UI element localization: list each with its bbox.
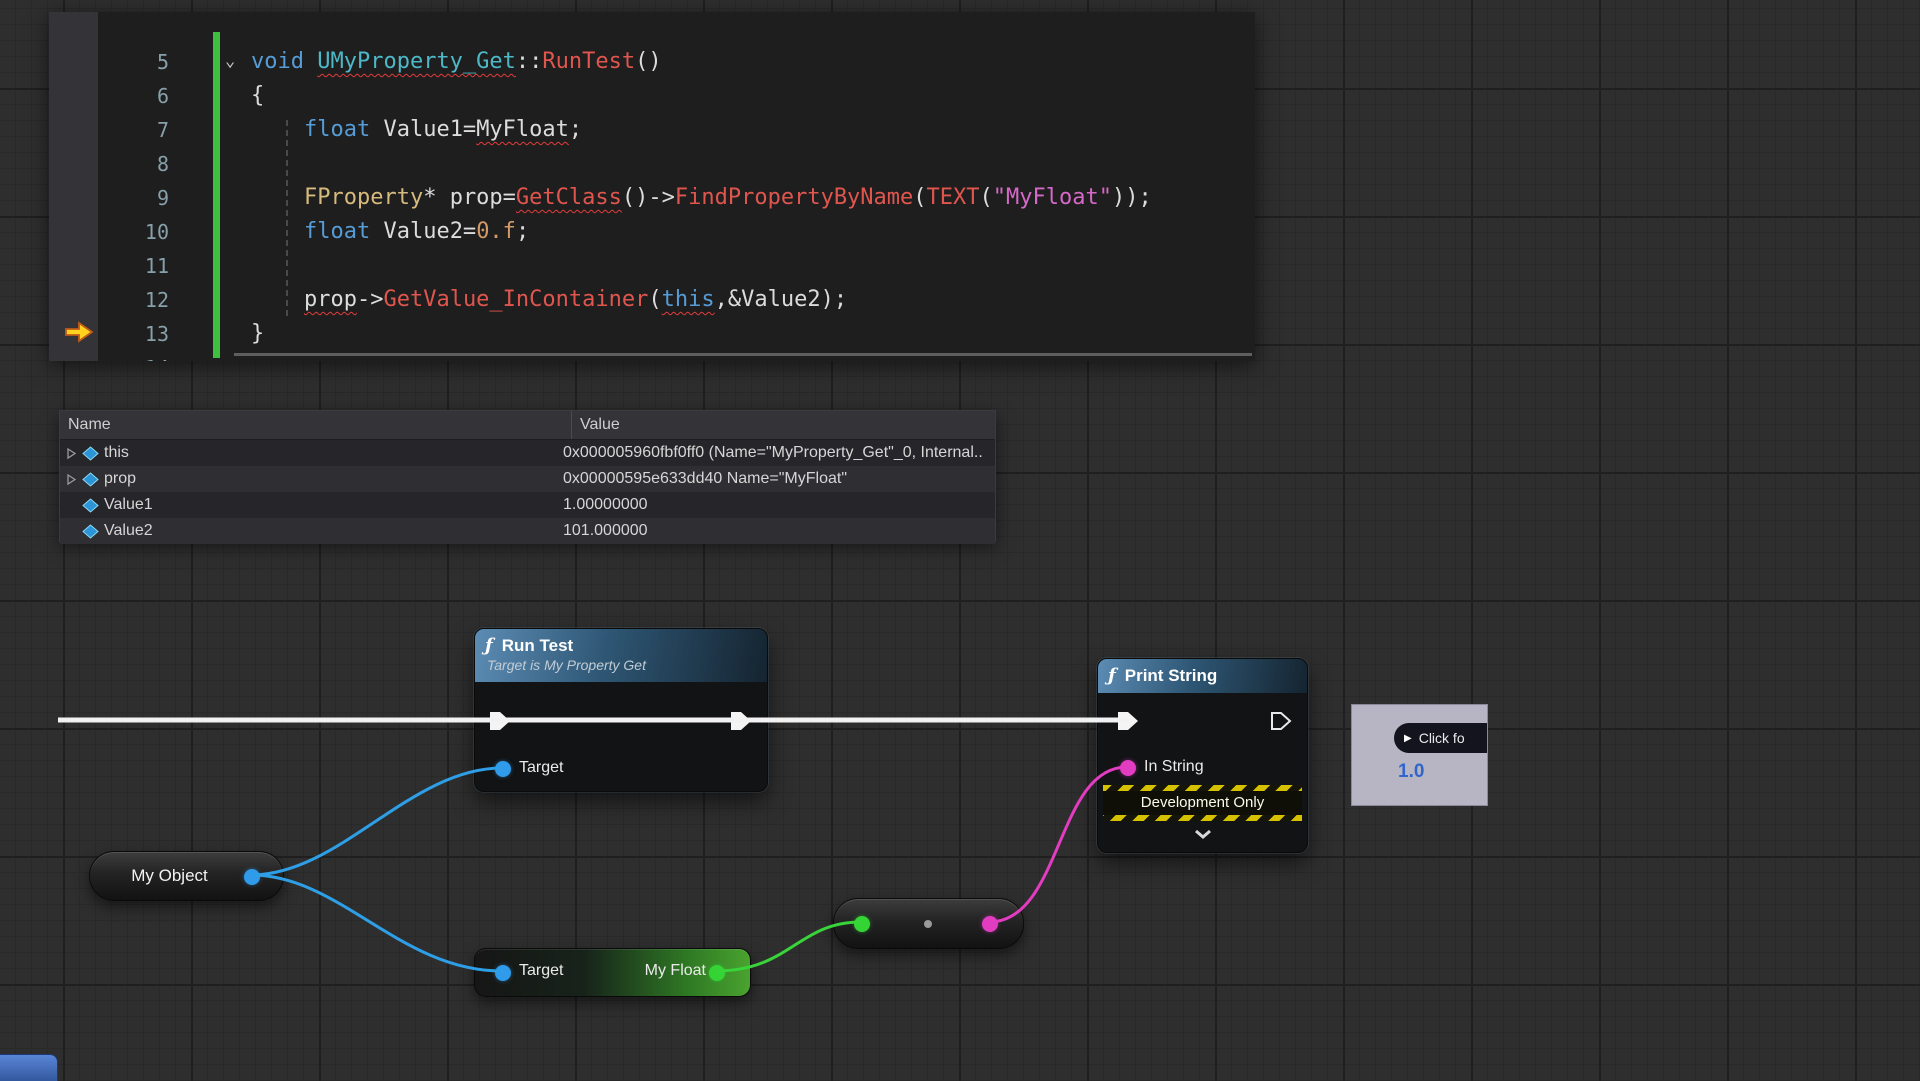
- watch-rows: this0x000005960fbf0ff0 (Name="MyProperty…: [60, 440, 995, 544]
- run-test-header: ƒRun Test Target is My Property Get: [475, 629, 767, 682]
- fold-chevron-icon[interactable]: ⌄: [225, 45, 235, 77]
- watch-header: Name Value: [60, 411, 995, 440]
- watch-value: 1.00000000: [563, 496, 995, 514]
- exec-out-pin[interactable]: [1270, 711, 1292, 731]
- line-number: 11: [49, 249, 169, 283]
- code-line: 11: [49, 249, 1255, 283]
- function-icon: ƒ: [1108, 665, 1116, 686]
- line-number: 7: [49, 113, 169, 147]
- partial-node[interactable]: [0, 1054, 58, 1081]
- click-for-more-button[interactable]: ▶ Click fo: [1394, 723, 1488, 753]
- get-my-float-node[interactable]: Target My Float: [474, 948, 751, 997]
- value-column-header[interactable]: Value: [571, 411, 995, 439]
- indent-guide: [286, 120, 288, 316]
- target-pin[interactable]: [495, 965, 511, 981]
- code-lines: 5⌄void UMyProperty_Get::RunTest()6{7 flo…: [49, 45, 1255, 361]
- object-to-runtest-wire: [251, 768, 502, 875]
- line-number: 5: [49, 45, 169, 79]
- name-column-header[interactable]: Name: [60, 411, 571, 439]
- print-string-header: ƒPrint String: [1098, 659, 1307, 693]
- code-line: 13}: [49, 317, 1255, 351]
- object-out-pin[interactable]: [244, 869, 260, 885]
- execution-pointer-icon: [63, 320, 95, 344]
- code-line: 12 prop->GetValue_InContainer(this,&Valu…: [49, 283, 1255, 317]
- print-string-node[interactable]: ƒPrint String In String Development Only: [1097, 658, 1308, 853]
- my-float-out-pin[interactable]: [709, 965, 725, 981]
- run-test-subtitle: Target is My Property Get: [485, 656, 757, 680]
- exec-in-pin[interactable]: [1117, 711, 1139, 731]
- watch-row[interactable]: this0x000005960fbf0ff0 (Name="MyProperty…: [60, 440, 995, 466]
- watch-name: this: [104, 444, 563, 462]
- watch-row[interactable]: Value11.00000000: [60, 492, 995, 518]
- code-editor[interactable]: 5⌄void UMyProperty_Get::RunTest()6{7 flo…: [49, 12, 1255, 361]
- watch-value: 0x00000595e633dd40 Name="MyFloat": [563, 470, 995, 488]
- code-line: 7 float Value1=MyFloat;: [49, 113, 1255, 147]
- run-test-title: ƒRun Test: [485, 635, 757, 656]
- my-object-node[interactable]: My Object: [89, 851, 284, 901]
- line-number: 10: [49, 215, 169, 249]
- watch-name: prop: [104, 470, 563, 488]
- play-icon: ▶: [1404, 733, 1412, 744]
- variable-icon: [82, 498, 104, 513]
- click-for-more-label: Click fo: [1419, 730, 1465, 746]
- code-line: 10 float Value2=0.f;: [49, 215, 1255, 249]
- code-line: 9 FProperty* prop=GetClass()->FindProper…: [49, 181, 1255, 215]
- watch-value: 0x000005960fbf0ff0 (Name="MyProperty_Get…: [563, 444, 995, 462]
- watch-name: Value2: [104, 522, 563, 540]
- code-line: 6{: [49, 79, 1255, 113]
- target-pin-label: Target: [519, 962, 563, 980]
- code-line: 5⌄void UMyProperty_Get::RunTest(): [49, 45, 1255, 79]
- variable-icon: [82, 446, 104, 461]
- target-pin-label: Target: [519, 759, 563, 777]
- debug-value: 1.0: [1398, 761, 1424, 783]
- line-number: 14: [49, 351, 169, 361]
- line-number: 12: [49, 283, 169, 317]
- line-number: 8: [49, 147, 169, 181]
- run-test-node[interactable]: ƒRun Test Target is My Property Get Targ…: [474, 628, 768, 792]
- development-only-label: Development Only: [1103, 791, 1302, 815]
- debug-value-bubble: ▶ Click fo 1.0: [1351, 704, 1488, 806]
- conversion-in-pin[interactable]: [854, 916, 870, 932]
- exec-in-pin[interactable]: [489, 711, 511, 731]
- horizontal-scrollbar[interactable]: [234, 353, 1252, 356]
- development-only-banner: Development Only: [1103, 785, 1302, 821]
- object-to-getter-wire: [251, 875, 502, 971]
- in-string-pin[interactable]: [1120, 760, 1136, 776]
- target-pin[interactable]: [495, 761, 511, 777]
- conversion-dot-icon: [924, 920, 932, 928]
- watch-name: Value1: [104, 496, 563, 514]
- code-line: 8: [49, 147, 1255, 181]
- watch-panel[interactable]: Name Value this0x000005960fbf0ff0 (Name=…: [59, 410, 996, 542]
- my-float-pin-label: My Float: [645, 962, 706, 980]
- chevron-down-icon[interactable]: [1194, 829, 1212, 839]
- float-to-string-conversion-node[interactable]: [833, 898, 1024, 949]
- variable-icon: [82, 524, 104, 539]
- watch-row[interactable]: Value2101.000000: [60, 518, 995, 544]
- in-string-pin-label: In String: [1144, 758, 1204, 776]
- print-string-title: ƒPrint String: [1108, 665, 1297, 686]
- function-icon: ƒ: [485, 635, 493, 656]
- my-object-label: My Object: [90, 852, 249, 900]
- watch-value: 101.000000: [563, 522, 995, 540]
- line-number: 6: [49, 79, 169, 113]
- exec-out-pin[interactable]: [730, 711, 752, 731]
- conversion-out-pin[interactable]: [982, 916, 998, 932]
- line-number: 9: [49, 181, 169, 215]
- expand-arrow-icon[interactable]: [66, 473, 82, 486]
- expand-arrow-icon[interactable]: [66, 447, 82, 460]
- variable-icon: [82, 472, 104, 487]
- watch-row[interactable]: prop0x00000595e633dd40 Name="MyFloat": [60, 466, 995, 492]
